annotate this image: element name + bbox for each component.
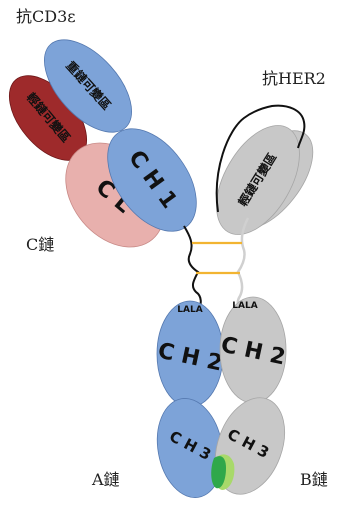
knob-region: [211, 456, 226, 489]
knob-into-hole-region: [211, 454, 235, 490]
a-chain-hinge: [183, 225, 202, 313]
c-chain-label: C鏈: [26, 235, 54, 254]
lala-a-label: LALA: [177, 305, 202, 315]
b-chain-label: B鏈: [300, 470, 328, 489]
lala-b-label: LALA: [232, 301, 257, 311]
c-chain-heavy-variable-domain: 重鏈可變區: [43, 39, 133, 133]
anti-her2-label: 抗HER2: [262, 69, 326, 88]
anti-cd3-label: 抗CD3ε: [16, 7, 76, 26]
ch1-domain: C H 1: [107, 128, 197, 232]
her2-linker-line: [215, 104, 306, 213]
b-chain-light-variable-domain: 輕鏈可變區: [216, 125, 314, 235]
ch2-b-domain: LALA C H 2: [219, 296, 288, 404]
a-chain-label: A鏈: [91, 470, 120, 489]
ch3-a-domain: C H 3: [156, 398, 224, 498]
ch2-a-domain: LALA C H 2: [156, 300, 225, 408]
